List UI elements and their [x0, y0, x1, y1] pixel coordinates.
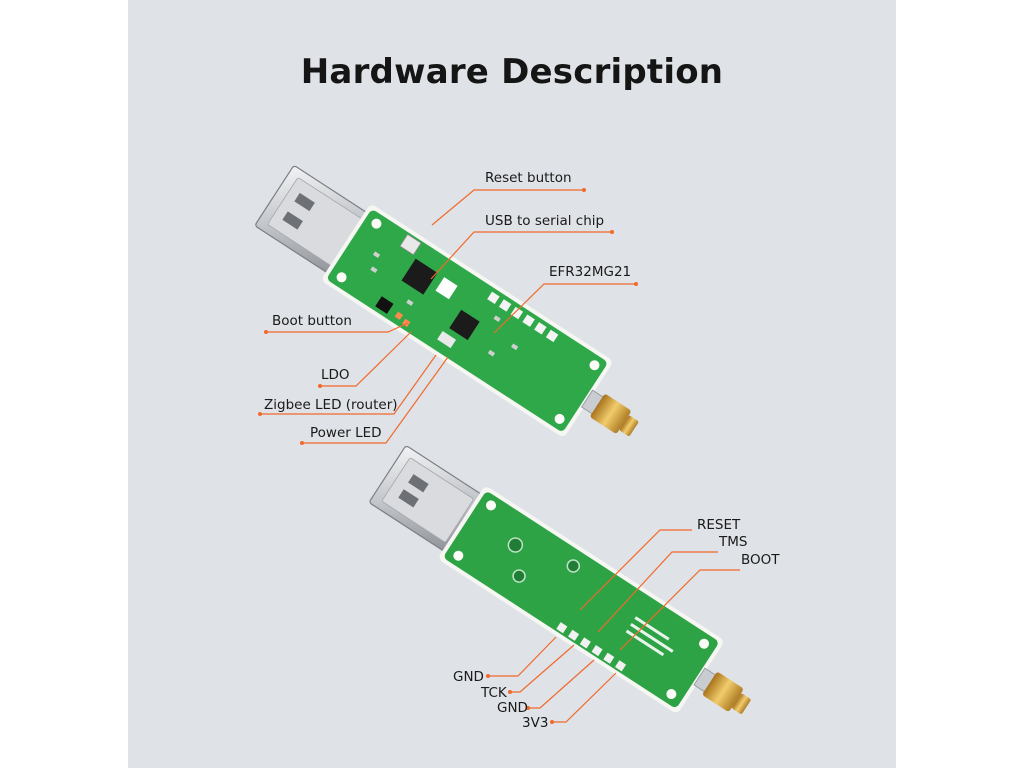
- leader-reset-button: [431, 189, 584, 226]
- label-gnd-pin-2: GND: [497, 700, 528, 716]
- leader-gnd-pin-2: [528, 659, 595, 709]
- label-efr32mg21: EFR32MG21: [549, 264, 632, 280]
- label-tck-pin: TCK: [481, 685, 507, 701]
- label-reset-button: Reset button: [485, 170, 572, 186]
- page-title: Hardware Description: [300, 52, 724, 92]
- back-board-assembly: [369, 445, 751, 714]
- label-zigbee-led: Zigbee LED (router): [264, 397, 398, 413]
- leader-3v3-pin: [552, 672, 617, 723]
- back-sma-antenna-connector: [693, 667, 751, 714]
- front-board-assembly: [255, 165, 639, 436]
- label-gnd-pin-1: GND: [453, 669, 484, 685]
- leader-boot-button: [266, 322, 409, 333]
- leader-boot-pin: [619, 569, 740, 651]
- label-usb-serial-chip: USB to serial chip: [485, 213, 605, 229]
- label-3v3-pin: 3V3: [522, 715, 549, 731]
- label-ldo: LDO: [321, 367, 350, 383]
- label-boot-button: Boot button: [272, 313, 352, 329]
- label-boot-pin: BOOT: [741, 552, 780, 568]
- back-pcb: [439, 487, 723, 713]
- label-tms-pin: TMS: [719, 534, 748, 550]
- back-usb-connector: [369, 445, 486, 555]
- label-reset-pin: RESET: [697, 517, 741, 533]
- front-pcb: [322, 205, 612, 436]
- leader-lines: [260, 189, 740, 723]
- label-power-led: Power LED: [310, 425, 382, 441]
- leader-tck-pin: [510, 644, 575, 693]
- leader-power-led: [302, 356, 449, 444]
- leader-reset-pin: [579, 529, 692, 611]
- front-sma-antenna-connector: [581, 389, 639, 436]
- leader-tms-pin: [597, 551, 718, 633]
- leader-usb-serial-chip: [430, 231, 612, 280]
- leader-ldo: [320, 331, 412, 387]
- leader-efr32mg21: [493, 283, 636, 334]
- leader-zigbee-led: [260, 354, 437, 415]
- leader-endpoints: [258, 188, 638, 724]
- leader-gnd-pin-1: [488, 636, 557, 677]
